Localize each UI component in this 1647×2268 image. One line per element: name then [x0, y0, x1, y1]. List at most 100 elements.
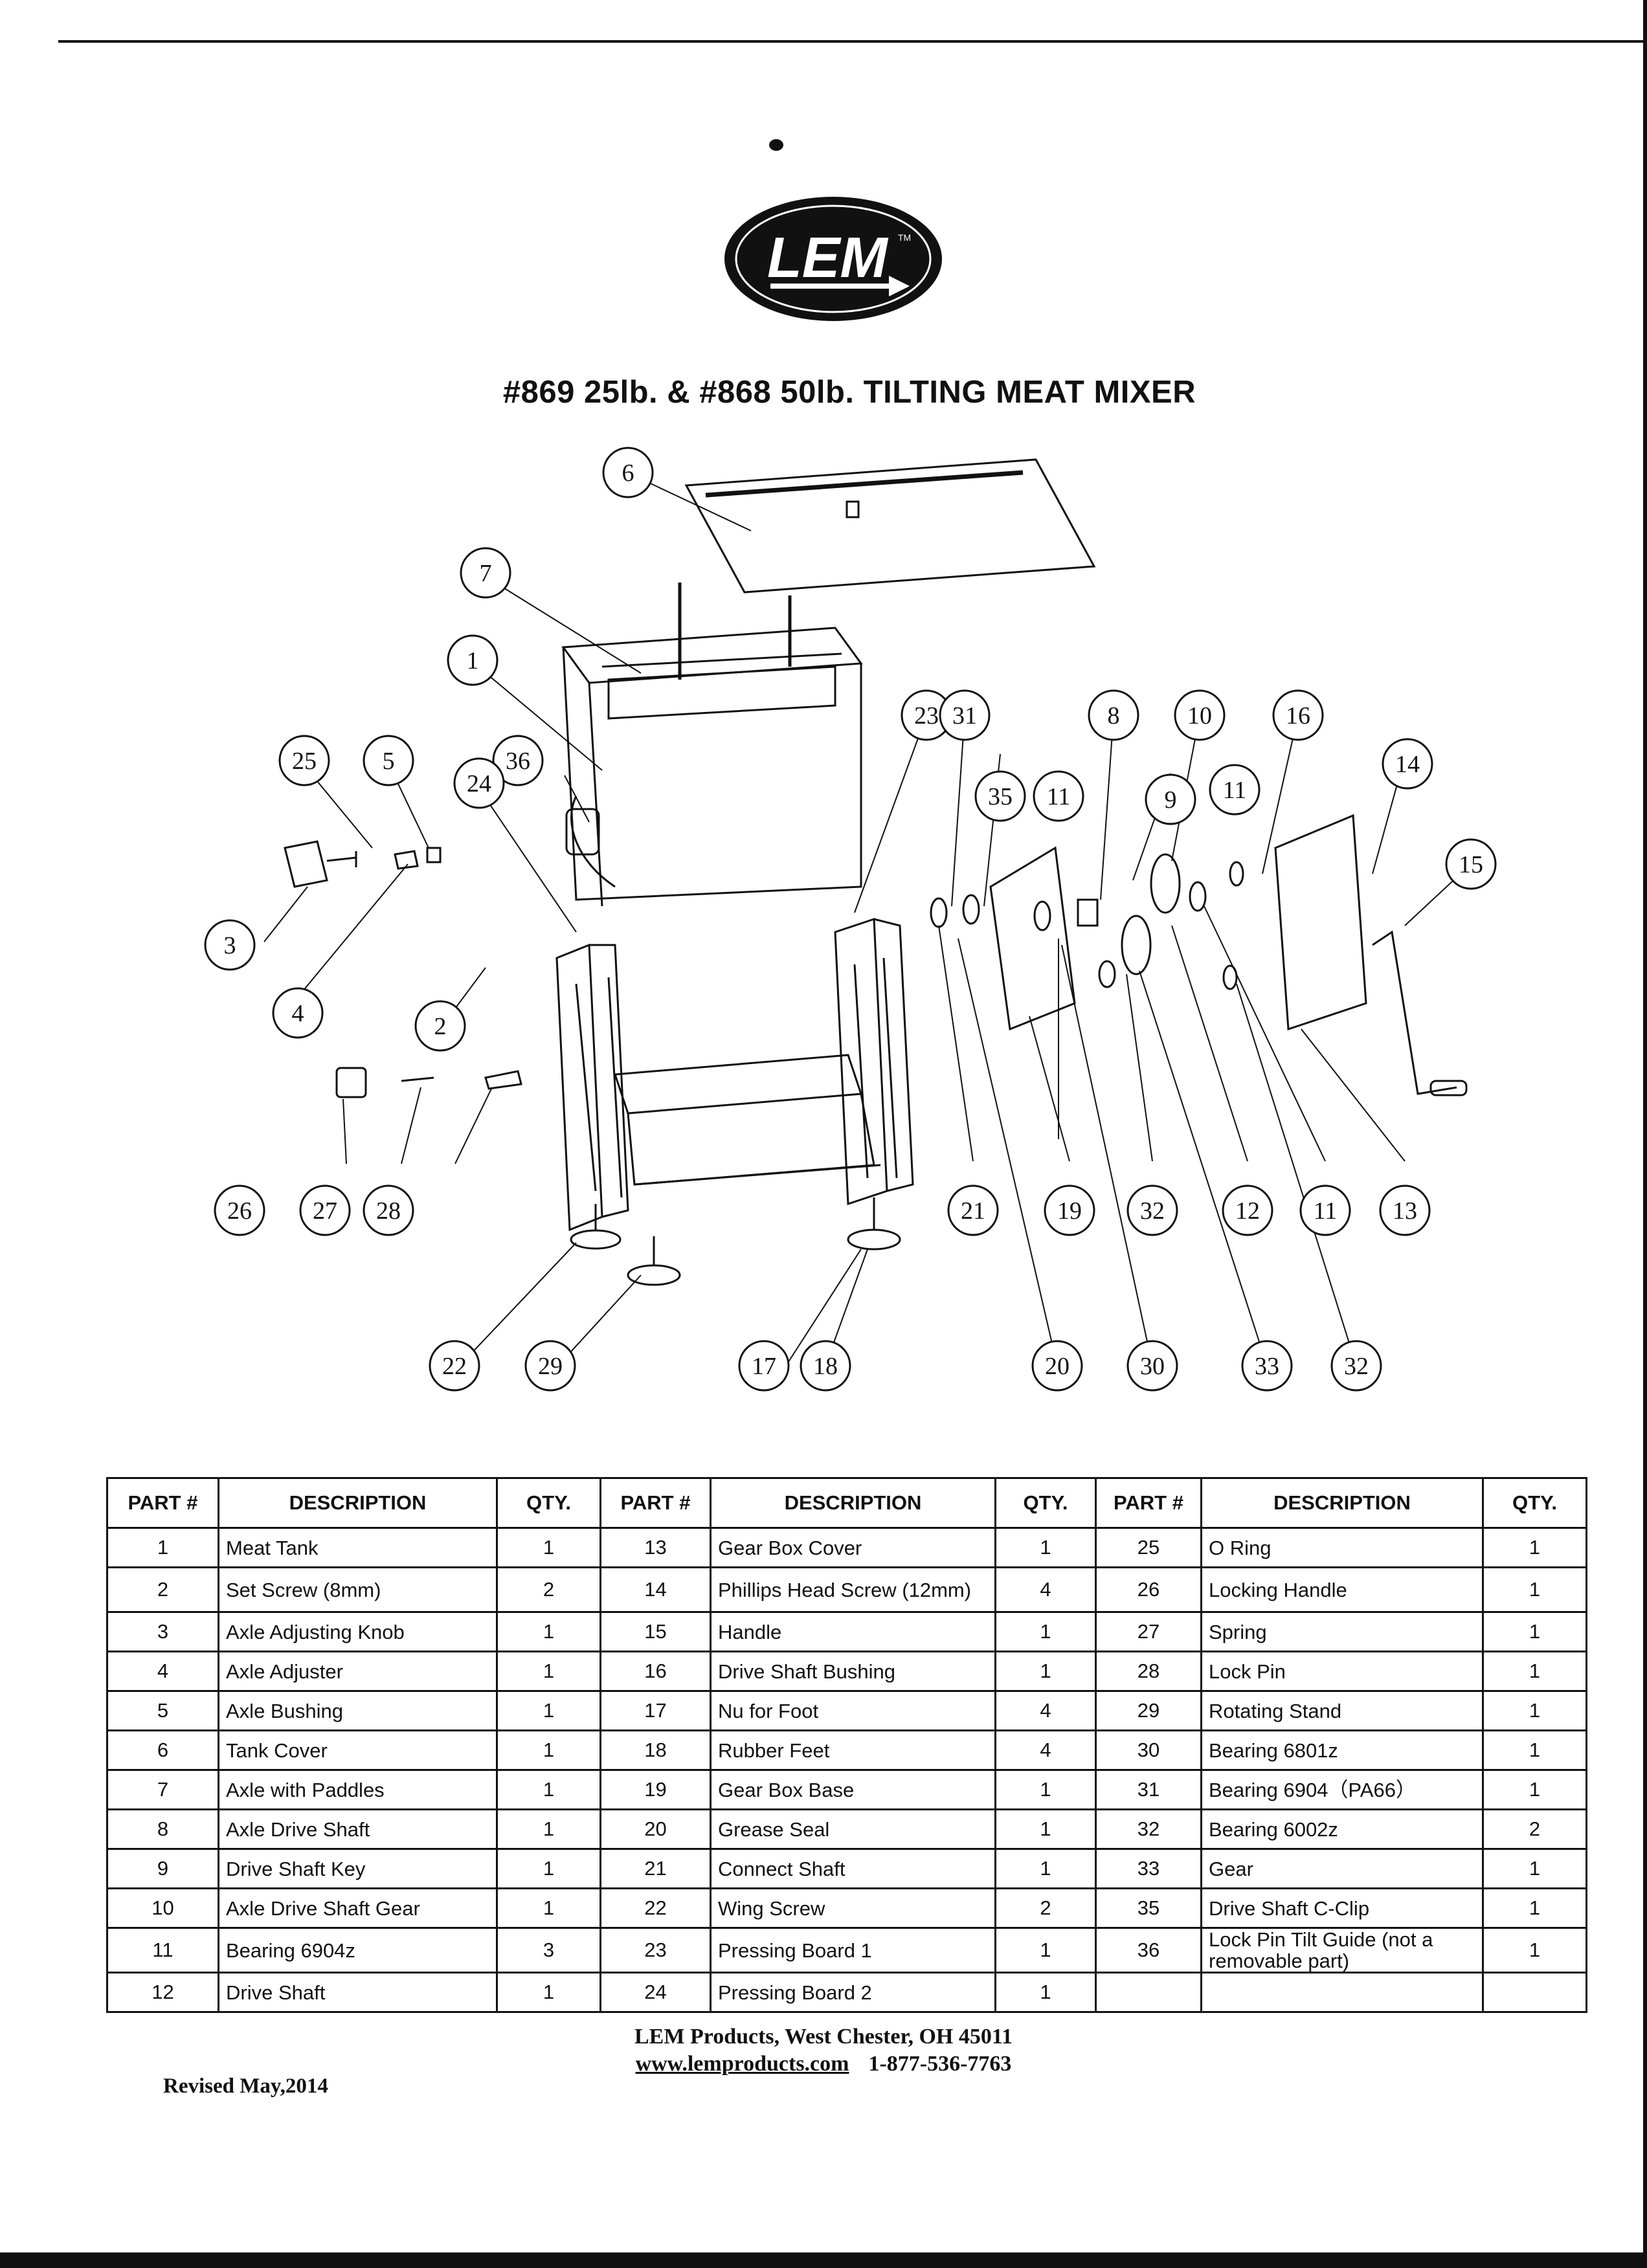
part-number: 29	[1095, 1690, 1202, 1731]
company-address: LEM Products, West Chester, OH 45011	[634, 2025, 1013, 2049]
part-quantity: 1	[496, 1729, 601, 1771]
part-quantity: 4	[994, 1729, 1097, 1771]
part-description: Wing Screw	[710, 1887, 996, 1929]
part-number: 2	[106, 1566, 219, 1613]
part-quantity: 4	[994, 1690, 1097, 1731]
callout-number: 24	[467, 770, 491, 797]
part-number: 6	[106, 1729, 219, 1771]
logo-text: LEM	[767, 225, 888, 289]
part-number: 17	[599, 1690, 711, 1731]
column-header: PART #	[106, 1477, 219, 1529]
leader-lines	[263, 478, 1472, 1366]
part-number: 1	[106, 1527, 219, 1568]
part-description: Axle Bushing	[218, 1690, 498, 1731]
column-header: QTY.	[1482, 1477, 1587, 1529]
part-number	[1095, 1972, 1202, 2013]
callout-number: 30	[1140, 1353, 1165, 1380]
scan-speck	[769, 139, 783, 151]
part-quantity: 1	[1482, 1887, 1587, 1929]
callout-number: 19	[1057, 1197, 1082, 1225]
part-number: 27	[1095, 1611, 1202, 1652]
callout-number: 33	[1255, 1353, 1279, 1380]
part-description: Gear Box Cover	[710, 1527, 996, 1568]
part-description: Phillips Head Screw (12mm)	[710, 1566, 996, 1613]
callout-number: 15	[1459, 851, 1483, 878]
part-description: Gear Box Base	[710, 1769, 996, 1810]
callout-number: 12	[1235, 1197, 1260, 1225]
part-number: 30	[1095, 1729, 1202, 1771]
part-number: 23	[599, 1927, 711, 1973]
part-quantity: 3	[496, 1927, 601, 1973]
part-description: Axle Drive Shaft	[218, 1808, 498, 1850]
part-description: Drive Shaft C-Clip	[1200, 1887, 1484, 1929]
part-quantity: 1	[496, 1651, 601, 1692]
callout-number: 3	[224, 932, 236, 959]
page-title: #869 25lb. & #868 50lb. TILTING MEAT MIX…	[502, 375, 1196, 410]
part-quantity: 1	[1482, 1527, 1587, 1568]
callout-number: 35	[988, 783, 1013, 810]
part-description: Drive Shaft Bushing	[710, 1651, 996, 1692]
callout-number: 2	[434, 1013, 447, 1040]
part-quantity: 1	[1482, 1927, 1587, 1973]
callout-number: 32	[1344, 1353, 1369, 1380]
part-description: Axle Drive Shaft Gear	[218, 1887, 498, 1929]
part-number: 36	[1095, 1927, 1202, 1973]
callout-number: 10	[1187, 702, 1212, 729]
callout-number: 4	[292, 1000, 304, 1027]
part-quantity: 1	[994, 1927, 1097, 1973]
part-description: Rubber Feet	[710, 1729, 996, 1771]
part-number: 18	[599, 1729, 711, 1771]
callout-number: 11	[1047, 783, 1071, 810]
part-quantity: 1	[1482, 1690, 1587, 1731]
part-number: 8	[106, 1808, 219, 1850]
part-quantity: 1	[1482, 1769, 1587, 1810]
part-description: Drive Shaft	[218, 1972, 498, 2013]
callout-number: 13	[1393, 1197, 1417, 1225]
part-number: 5	[106, 1690, 219, 1731]
part-number: 32	[1095, 1808, 1202, 1850]
part-number: 10	[106, 1887, 219, 1929]
part-number: 21	[599, 1848, 711, 1889]
callout-number: 16	[1286, 702, 1310, 729]
part-description: Axle Adjusting Knob	[218, 1611, 498, 1652]
parts-list-table: PART # DESCRIPTION QTY. PART # DESCRIPTI…	[106, 1477, 1587, 2013]
revision-date: Revised May,2014	[163, 2074, 328, 2098]
callout-number: 36	[506, 748, 530, 775]
part-quantity: 2	[994, 1887, 1097, 1929]
column-header: PART #	[1095, 1477, 1202, 1529]
part-description: Lock Pin Tilt Guide (not a removable par…	[1200, 1927, 1484, 1973]
part-description: Spring	[1200, 1611, 1484, 1652]
callout-number: 25	[292, 748, 317, 775]
callout-number: 28	[376, 1197, 401, 1225]
part-description: Axle Adjuster	[218, 1651, 498, 1692]
callout-number: 21	[961, 1197, 985, 1225]
callout-number: 17	[752, 1353, 776, 1380]
part-number: 4	[106, 1651, 219, 1692]
part-description: Rotating Stand	[1200, 1690, 1484, 1731]
column-header: QTY.	[496, 1477, 601, 1529]
part-quantity: 2	[1482, 1808, 1587, 1850]
part-quantity: 1	[496, 1690, 601, 1731]
part-number: 22	[599, 1887, 711, 1929]
part-quantity: 1	[1482, 1651, 1587, 1692]
trademark-mark: TM	[898, 232, 911, 243]
part-quantity: 1	[994, 1972, 1097, 2013]
part-quantity: 1	[994, 1651, 1097, 1692]
part-number: 25	[1095, 1527, 1202, 1568]
callout-number: 8	[1108, 702, 1120, 729]
part-description: Tank Cover	[218, 1729, 498, 1771]
callout-number: 11	[1314, 1197, 1338, 1225]
mixer-drawing	[284, 458, 1468, 1286]
part-quantity: 4	[994, 1566, 1097, 1613]
part-quantity: 1	[496, 1972, 601, 2013]
website-link[interactable]: www.lemproducts.com	[635, 2052, 849, 2076]
column-header: DESCRIPTION	[710, 1477, 996, 1529]
part-quantity: 1	[496, 1769, 601, 1810]
part-number: 3	[106, 1611, 219, 1652]
part-quantity: 1	[1482, 1566, 1587, 1613]
